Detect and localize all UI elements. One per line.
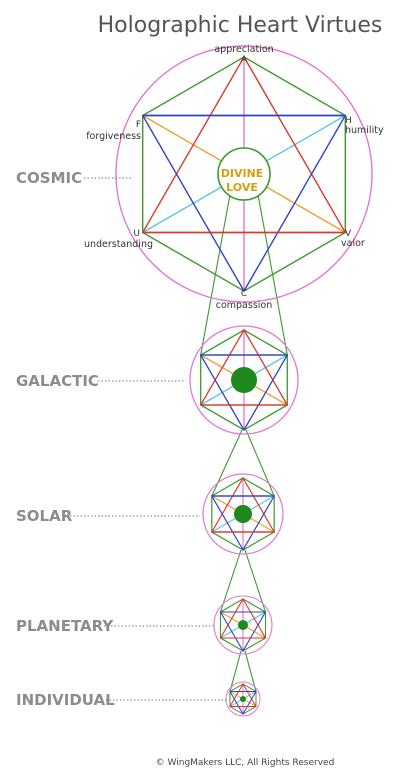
virtue-appreciation: appreciation — [214, 44, 273, 55]
divine-love-circle — [217, 147, 271, 201]
level-label-cosmic: COSMIC — [16, 169, 82, 187]
outer-circle-cosmic — [115, 45, 373, 303]
virtue-compassion: compassion — [216, 300, 273, 311]
connector-planetary-left — [229, 650, 242, 692]
virtue-forgiveness: forgiveness — [86, 131, 141, 142]
level-connectors — [200, 196, 288, 692]
virtue-understanding: understanding — [84, 239, 153, 250]
connector-solar-left — [219, 549, 242, 613]
divine-love-line2: LOVE — [226, 181, 258, 194]
vertex-letter-v: V — [345, 229, 352, 239]
figure-cosmic — [115, 45, 373, 303]
vertex-letter-f: F — [136, 120, 141, 130]
connector-galactic-left — [211, 429, 243, 497]
page-title: Holographic Heart Virtues — [98, 13, 383, 38]
figure-solar — [202, 473, 284, 555]
center-dot-solar — [234, 505, 252, 523]
figure-individual — [225, 681, 261, 717]
outer-circle-galactic — [189, 325, 299, 435]
vertex-letter-a: A — [241, 55, 248, 65]
virtue-valor: valor — [341, 238, 365, 249]
hexagram-figures — [115, 45, 373, 717]
connector-cosmic-left — [200, 196, 231, 356]
level-label-solar: SOLAR — [16, 507, 73, 525]
figure-planetary — [213, 595, 273, 655]
connector-planetary-right — [244, 650, 257, 692]
level-label-individual: INDIVIDUAL — [16, 691, 115, 709]
center-dot-planetary — [238, 620, 248, 630]
copyright-notice: © WingMakers LLC, All Rights Reserved — [156, 758, 335, 768]
virtue-humility: humility — [345, 125, 384, 136]
outer-circle-individual — [225, 681, 261, 717]
connector-galactic-right — [245, 429, 275, 497]
vertex-letter-u: U — [133, 229, 140, 239]
vertex-letter-c: C — [241, 289, 247, 299]
figure-galactic — [189, 325, 299, 435]
connector-cosmic-right — [257, 196, 288, 356]
outer-circle-planetary — [213, 595, 273, 655]
divine-love-line1: DIVINE — [221, 167, 264, 180]
level-label-galactic: GALACTIC — [16, 372, 99, 390]
center-dot-individual — [240, 696, 246, 702]
center-dot-galactic — [231, 367, 257, 393]
vertex-letter-h: H — [345, 116, 352, 126]
outer-circle-solar — [202, 473, 284, 555]
level-label-planetary: PLANETARY — [16, 617, 114, 635]
connector-solar-right — [244, 549, 267, 613]
